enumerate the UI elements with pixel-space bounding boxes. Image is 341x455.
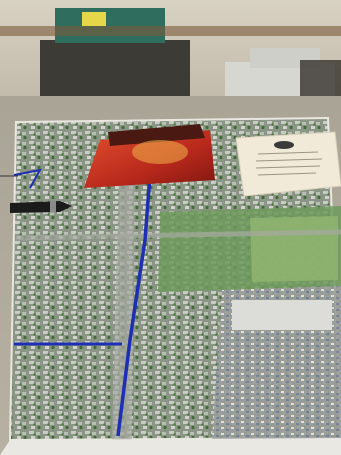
route-corner	[13, 168, 42, 189]
brochure-glow	[132, 140, 188, 164]
cross-road	[15, 229, 341, 241]
pen	[10, 201, 72, 213]
yellow-sticker	[82, 12, 106, 26]
card-logo	[274, 141, 294, 149]
paper-edge	[0, 438, 341, 455]
teal-box	[55, 8, 165, 43]
route-line	[116, 174, 152, 437]
sports-field	[250, 216, 338, 282]
brochure-band	[108, 124, 205, 146]
main-road	[112, 130, 135, 440]
cabinet	[40, 40, 190, 98]
card	[235, 131, 341, 197]
pen-clip	[50, 201, 56, 212]
card-text-lines	[255, 151, 323, 176]
large-building	[232, 300, 332, 330]
counter-edge	[0, 26, 341, 36]
